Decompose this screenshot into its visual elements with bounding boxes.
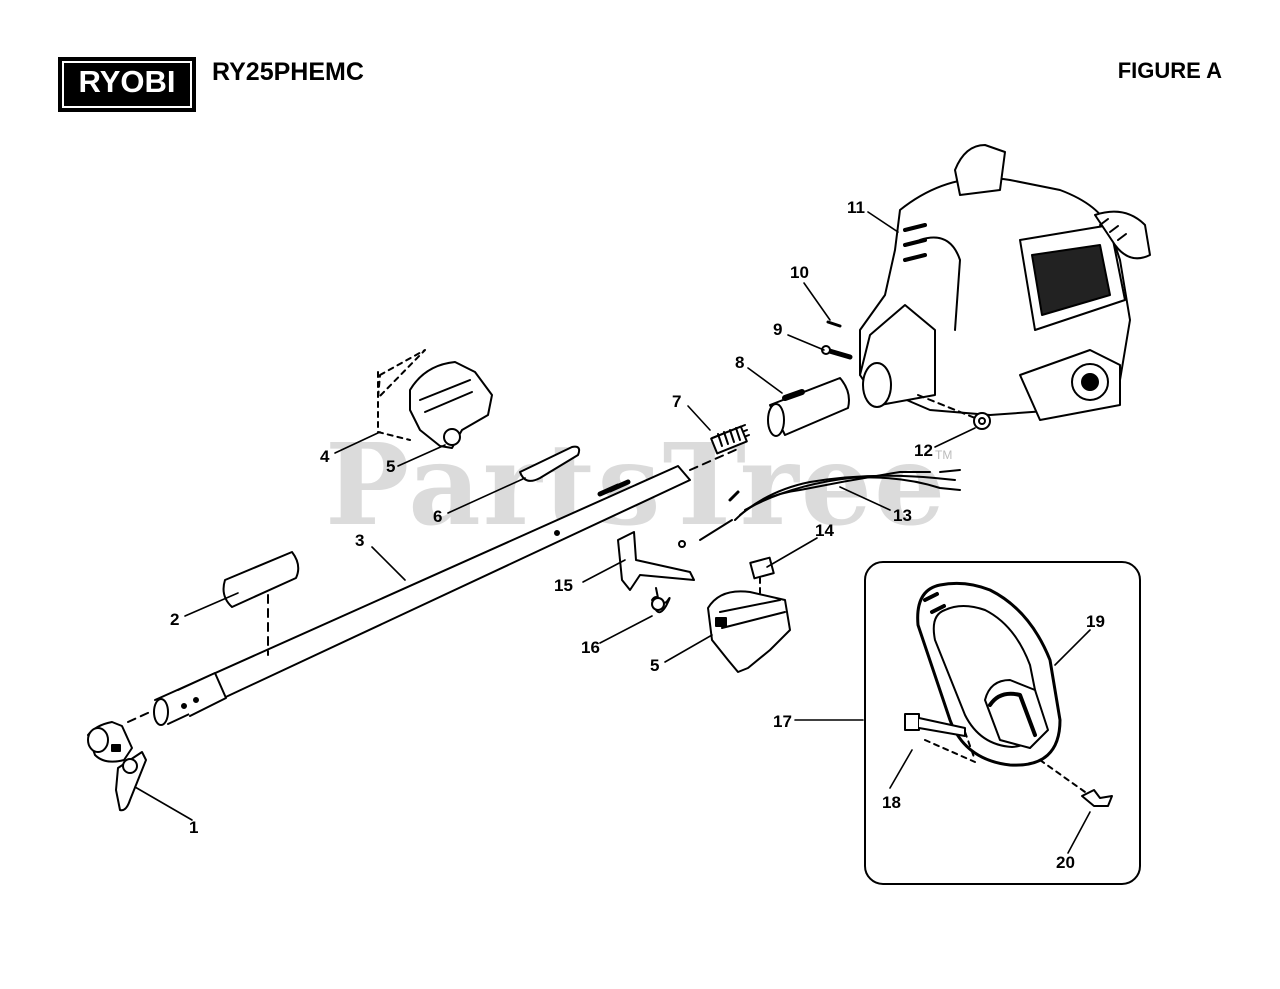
part-nut xyxy=(917,394,991,430)
part-trigger-spring xyxy=(651,587,671,614)
figure-label: FIGURE A xyxy=(1117,58,1222,83)
callout-17: 17 xyxy=(773,712,792,731)
part-label-sleeve xyxy=(222,551,300,656)
model-number: RY25PHEMC xyxy=(212,58,364,86)
part-cables xyxy=(678,469,961,548)
callout-2: 2 xyxy=(170,610,179,629)
ryobi-logo: RYOBI xyxy=(58,57,196,112)
part-wing-nut xyxy=(1039,759,1113,807)
callout-20: 20 xyxy=(1056,853,1075,872)
part-clamp xyxy=(87,721,147,812)
part-screw-10 xyxy=(826,320,842,328)
callout-13: 13 xyxy=(893,506,912,525)
part-bolt xyxy=(904,713,976,763)
part-shaft xyxy=(153,465,691,726)
callout-6: 6 xyxy=(433,507,442,526)
callout-5-lower: 5 xyxy=(650,656,659,675)
callout-14: 14 xyxy=(815,521,834,540)
leader-lines xyxy=(134,211,1091,854)
callout-8: 8 xyxy=(735,353,744,372)
callout-18: 18 xyxy=(882,793,901,812)
callout-3: 3 xyxy=(355,531,364,550)
part-screw-9 xyxy=(821,345,853,360)
callout-15: 15 xyxy=(554,576,573,595)
callout-1: 1 xyxy=(189,818,198,837)
inset-frame xyxy=(864,561,1141,885)
part-spring xyxy=(710,424,750,455)
callout-19: 19 xyxy=(1086,612,1105,631)
callout-4: 4 xyxy=(320,447,330,466)
part-switch xyxy=(749,556,775,601)
callout-9: 9 xyxy=(773,320,782,339)
part-coupler xyxy=(767,377,850,437)
part-lower-housing xyxy=(707,590,791,673)
callout-5-upper: 5 xyxy=(386,457,395,476)
shaft-axis-2 xyxy=(689,447,741,471)
callout-12: 12 xyxy=(914,441,933,460)
callout-7: 7 xyxy=(672,392,681,411)
part-engine xyxy=(859,144,1151,421)
brand-text: RYOBI xyxy=(78,64,176,99)
part-trigger xyxy=(617,531,695,591)
part-throttle-lever xyxy=(519,445,581,482)
callout-10: 10 xyxy=(790,263,809,282)
part-loop-handle xyxy=(916,581,1062,767)
part-upper-housing xyxy=(377,349,493,449)
callout-11: 11 xyxy=(847,198,865,217)
shaft-axis xyxy=(127,711,151,723)
callout-16: 16 xyxy=(581,638,600,657)
watermark-tm: TM xyxy=(935,448,953,462)
